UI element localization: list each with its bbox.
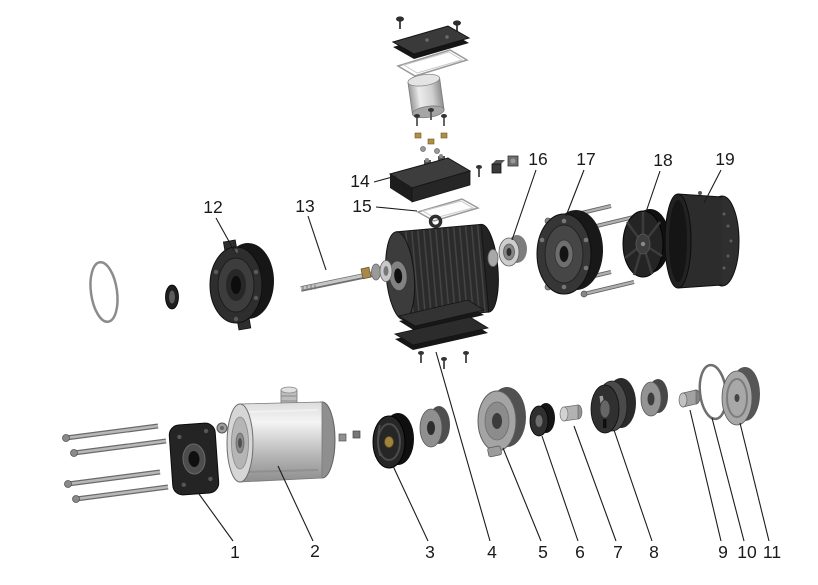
- part-label-16: 16: [528, 149, 547, 169]
- part-label-15: 15: [352, 196, 371, 216]
- end-cover: [721, 367, 760, 426]
- part-label-7: 7: [613, 542, 623, 562]
- part-label-17: 17: [576, 149, 595, 169]
- part-label-19: 19: [715, 149, 734, 169]
- part-label-6: 6: [575, 542, 585, 562]
- cover-gasket: [396, 49, 469, 77]
- tie-bolts: [62, 422, 228, 503]
- leader-line-2: [277, 465, 314, 542]
- leader-line-1: [198, 493, 234, 542]
- part-label-18: 18: [653, 150, 672, 170]
- part-label-4: 4: [487, 542, 497, 562]
- leader-line-4: [435, 351, 491, 542]
- leader-lines: [198, 169, 770, 542]
- diffuser: [477, 387, 526, 458]
- base-plates: [393, 299, 490, 369]
- leader-line-9: [689, 409, 722, 542]
- impeller: [372, 413, 414, 469]
- cover-disc: [640, 379, 668, 417]
- rear-end-bell: [209, 239, 274, 331]
- wear-disc: [529, 403, 555, 437]
- terminal-box-cover: [391, 25, 471, 59]
- seal-plate-disc: [419, 406, 450, 448]
- fan-cover: [664, 191, 740, 289]
- leader-line-10: [711, 417, 745, 542]
- spacer-sleeve: [559, 404, 583, 422]
- part-label-8: 8: [649, 542, 659, 562]
- part-label-1: 1: [230, 542, 240, 562]
- shaft-keys: [338, 430, 361, 442]
- part-label-10: 10: [737, 542, 757, 562]
- part-labels: 1 2 3 4 5 6 7 8 9 10 11 12 13 14 15 16 1…: [203, 149, 781, 562]
- leader-line-5: [502, 447, 542, 542]
- part-label-12: 12: [203, 197, 222, 217]
- part-label-13: 13: [295, 196, 314, 216]
- cooling-fan: [622, 209, 670, 278]
- part-label-5: 5: [538, 542, 548, 562]
- terminal-box: [388, 154, 519, 203]
- motor-shaft: [300, 260, 393, 292]
- leader-line-3: [392, 465, 429, 542]
- cover-screws: [396, 16, 461, 33]
- part-label-2: 2: [310, 541, 320, 561]
- front-end-bell: [536, 204, 635, 298]
- pump-body: [226, 386, 336, 483]
- box-gasket: [416, 198, 480, 222]
- part-label-9: 9: [718, 542, 728, 562]
- leader-line-15: [375, 206, 418, 212]
- shaft-seal: [165, 284, 179, 310]
- motor-body: [385, 214, 499, 321]
- small-hardware: [414, 108, 448, 154]
- plug: [678, 389, 701, 408]
- leader-line-7: [573, 425, 617, 542]
- part-label-14: 14: [350, 171, 370, 191]
- leader-line-12: [215, 217, 237, 255]
- ejector-flange: [590, 378, 636, 434]
- part-label-3: 3: [425, 542, 435, 562]
- part-label-11: 11: [763, 542, 781, 562]
- leader-line-19: [703, 169, 722, 204]
- leader-line-6: [541, 435, 579, 542]
- leader-line-11: [739, 422, 770, 542]
- leader-line-14: [373, 175, 397, 183]
- leader-line-16: [511, 169, 537, 241]
- leader-line-18: [645, 170, 661, 213]
- left-o-ring: [89, 260, 119, 324]
- leader-line-13: [307, 215, 327, 271]
- seal-housing: [168, 422, 220, 496]
- bearing: [487, 235, 527, 267]
- leader-line-8: [613, 429, 653, 542]
- leader-line-17: [565, 169, 585, 217]
- capacitor: [407, 73, 445, 119]
